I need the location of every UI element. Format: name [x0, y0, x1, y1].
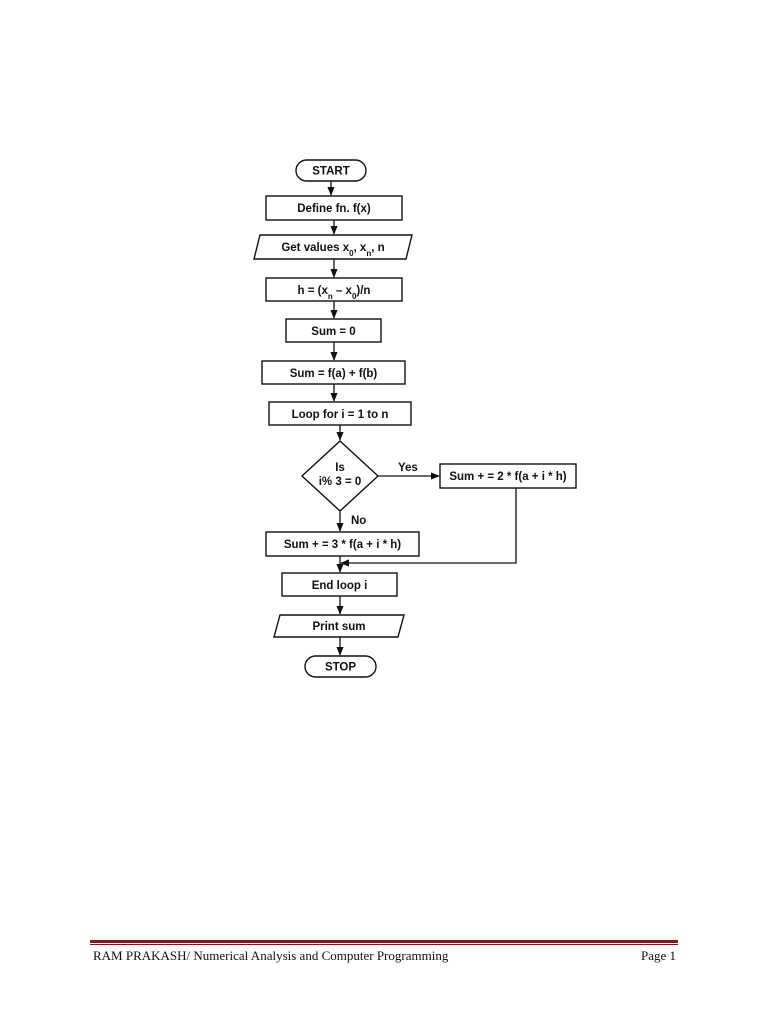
get-values-io: Get values x0, xn, n [253, 234, 413, 260]
loop-label: Loop for i = 1 to n [292, 409, 389, 421]
print-sum-label: Print sum [312, 621, 365, 633]
sum-yes-label: Sum + = 2 * f(a + i * h) [449, 471, 566, 483]
decision-line2: i% 3 = 0 [319, 476, 362, 488]
end-loop-label: End loop i [312, 580, 368, 592]
loop-box: Loop for i = 1 to n [268, 401, 412, 426]
end-loop-box: End loop i [281, 572, 398, 597]
footer-page-number: Page 1 [640, 948, 676, 963]
define-function-box: Define fn. f(x) [265, 195, 403, 221]
sum-yes-box: Sum + = 2 * f(a + i * h) [439, 463, 577, 489]
edge-label-yes: Yes [398, 462, 418, 474]
footer-rule [90, 940, 678, 943]
sum-no-box: Sum + = 3 * f(a + i * h) [265, 531, 420, 557]
edge-label-no: No [351, 515, 366, 527]
stop-label: STOP [325, 662, 356, 674]
sum-init-box: Sum = 0 [285, 318, 382, 343]
step-size-box: h = (xn – x0)/n [265, 277, 403, 302]
edge-yes-merge [340, 488, 517, 567]
start-node: START [295, 159, 367, 182]
start-label: START [312, 166, 349, 178]
sum-endpoints-label: Sum = f(a) + f(b) [290, 368, 378, 380]
decision-line1: Is [335, 462, 345, 474]
footer-rule-thin [90, 944, 678, 945]
sum-endpoints-box: Sum = f(a) + f(b) [261, 360, 406, 385]
print-sum-io: Print sum [273, 614, 405, 638]
footer-author-title: RAM PRAKASH/ Numerical Analysis and Comp… [93, 948, 449, 963]
get-values-label: Get values x0, xn, n [281, 242, 384, 258]
step-size-label: h = (xn – x0)/n [298, 285, 371, 301]
define-function-label: Define fn. f(x) [297, 203, 371, 215]
decision-diamond: Is i% 3 = 0 [300, 440, 380, 512]
sum-no-label: Sum + = 3 * f(a + i * h) [284, 539, 401, 551]
stop-node: STOP [304, 655, 377, 678]
sum-init-label: Sum = 0 [311, 326, 355, 338]
